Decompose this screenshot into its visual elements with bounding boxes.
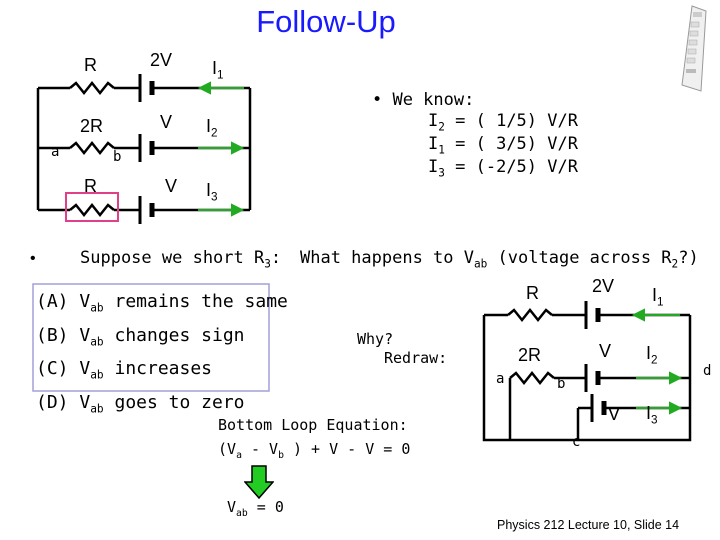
label-v-right-bottom: V [608, 404, 621, 424]
label-node-c-right: c [572, 434, 581, 450]
label-right-i2: I2 [646, 343, 658, 367]
answer-options: (A) Vab remains the same (B) Vab changes… [36, 288, 288, 422]
bullet: • [30, 250, 36, 267]
label-r-top: R [84, 55, 97, 75]
label-i2: I2 [206, 116, 218, 140]
option-b[interactable]: (B) Vab changes sign [36, 324, 245, 349]
options-box [32, 283, 270, 392]
known-line-i3: I3 = (-2/5) V/R [428, 157, 578, 180]
option-a[interactable]: (A) Vab remains the same [36, 291, 288, 315]
option-c[interactable]: (C) Vab increases [36, 358, 213, 382]
label-node-a-right: a [496, 371, 505, 387]
r3-highlight-box [65, 192, 119, 222]
known-heading: • We know: [372, 90, 475, 110]
label-v-bottom: V [165, 176, 178, 196]
option-d[interactable]: (D) Vab goes to zero [36, 391, 245, 416]
result-text: Vab = 0 [227, 498, 284, 519]
label-i1: I1 [212, 58, 224, 82]
down-arrow-icon [244, 465, 274, 499]
equation-text: (Va - Vb ) + V - V = 0 [218, 440, 411, 461]
why-label: Why? [357, 330, 394, 348]
label-r-bottom: R [84, 176, 97, 196]
known-line-i2: I2 = ( 1/5) V/R [428, 111, 578, 134]
known-line-i1: I1 = ( 3/5) V/R [428, 134, 578, 157]
label-r-right: R [526, 283, 539, 303]
resistor-r-top [69, 80, 115, 96]
label-right-i3: I3 [646, 403, 658, 427]
slide-title: Follow-Up [256, 4, 396, 39]
label-2r: 2R [80, 116, 104, 136]
suppose-text: Suppose we short R3: [80, 248, 282, 271]
label-v-right-middle: V [599, 341, 612, 361]
label-node-d-right: d [703, 363, 712, 379]
label-node-a: a [51, 144, 60, 160]
resistor-2r-middle [69, 140, 115, 156]
resistor-2r-right [509, 370, 555, 386]
resistor-r-bottom [69, 202, 115, 218]
question-text: What happens to Vab (voltage across R2?) [300, 248, 699, 271]
label-v-middle: V [160, 112, 173, 132]
label-2v-right: 2V [592, 276, 615, 296]
label-node-b: b [113, 149, 122, 165]
equation-heading: Bottom Loop Equation: [218, 416, 408, 434]
slide-footer: Physics 212 Lecture 10, Slide 14 [497, 518, 680, 532]
label-right-i1: I1 [652, 285, 664, 309]
label-node-b-right: b [557, 376, 566, 392]
label-2r-right: 2R [518, 345, 542, 365]
resistor-r-right [507, 307, 553, 323]
label-2v: 2V [150, 50, 173, 70]
label-i3: I3 [206, 180, 218, 204]
clicker-remote-icon [681, 5, 707, 92]
redraw-label: Redraw: [384, 349, 448, 367]
